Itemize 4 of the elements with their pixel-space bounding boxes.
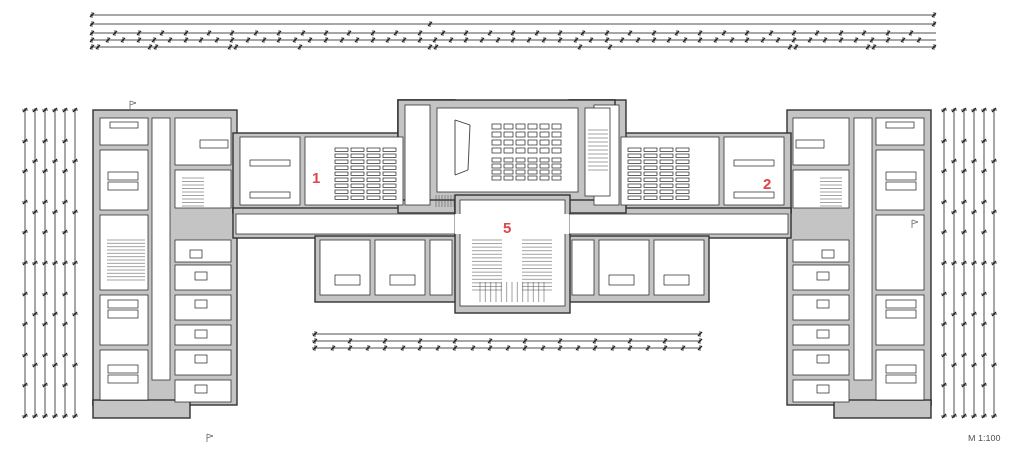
room-number: 5 xyxy=(503,220,512,235)
room-number: 2 xyxy=(763,176,772,191)
scale-note: M 1:100 xyxy=(968,434,1001,443)
room-number: 1 xyxy=(312,170,321,185)
